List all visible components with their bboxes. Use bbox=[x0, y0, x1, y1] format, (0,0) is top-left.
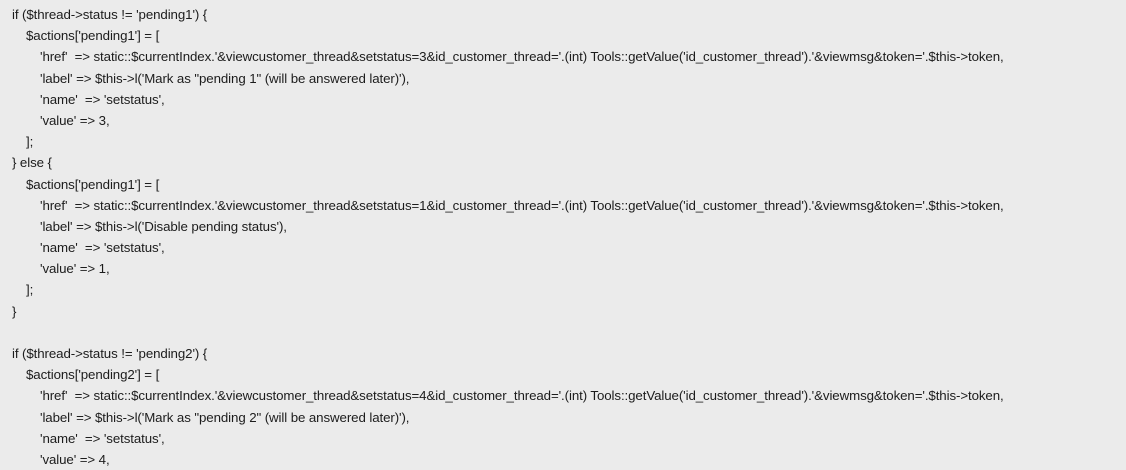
code-line: 'name' => 'setstatus', bbox=[40, 430, 165, 446]
code-line: 'value' => 3, bbox=[40, 112, 110, 128]
code-block: if ($thread->status != 'pending1') { $act… bbox=[12, 7, 1004, 467]
code-line: 'label' => $this->l('Mark as "pending 2"… bbox=[40, 409, 410, 425]
code-line: $actions['pending2'] = [ bbox=[26, 367, 160, 383]
code-line: 'href' => static::$currentIndex.'&viewcu… bbox=[40, 197, 1004, 213]
code-line: $actions['pending1'] = [ bbox=[26, 28, 160, 44]
code-line: ]; bbox=[26, 282, 34, 298]
code-line: if ($thread->status != 'pending2') { bbox=[12, 346, 208, 361]
code-line: } else { bbox=[12, 155, 52, 171]
code-line: 'value' => 4, bbox=[40, 451, 110, 467]
code-line: 'label' => $this->l('Mark as "pending 1"… bbox=[40, 70, 410, 86]
code-line: $actions['pending1'] = [ bbox=[26, 176, 160, 192]
code-line-blank bbox=[0, 322, 1126, 343]
code-line: 'href' => static::$currentIndex.'&viewcu… bbox=[40, 49, 1004, 65]
code-line: if ($thread->status != 'pending1') { bbox=[12, 7, 208, 22]
code-line: ]; bbox=[26, 134, 34, 150]
code-line: 'label' => $this->l('Disable pending sta… bbox=[40, 218, 287, 234]
code-line: } bbox=[12, 303, 17, 319]
code-line: 'value' => 1, bbox=[40, 261, 110, 277]
code-line: 'name' => 'setstatus', bbox=[40, 240, 165, 256]
code-line: 'name' => 'setstatus', bbox=[40, 91, 165, 107]
code-line: 'href' => static::$currentIndex.'&viewcu… bbox=[40, 388, 1004, 404]
